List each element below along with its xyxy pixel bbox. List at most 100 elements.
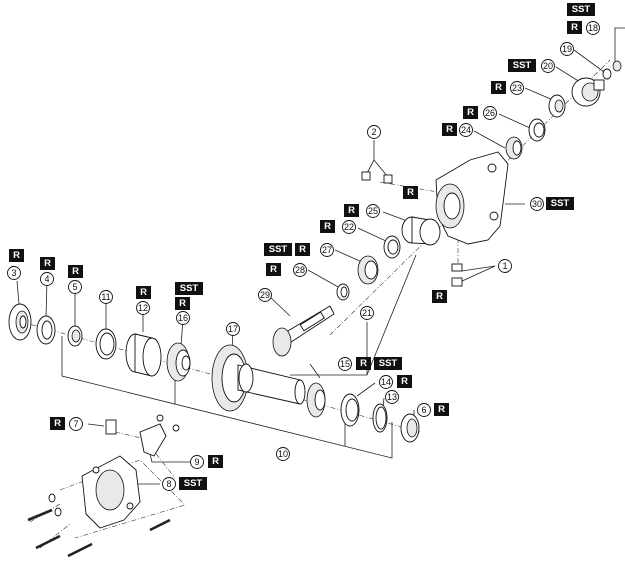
tag-r: R xyxy=(9,249,24,262)
tag-sst: SST xyxy=(179,477,207,490)
svg-text:9: 9 xyxy=(194,457,199,467)
tag-r: R xyxy=(463,106,478,119)
breather-7-icon xyxy=(105,419,117,435)
svg-text:R: R xyxy=(495,82,502,93)
tag-sst: SST xyxy=(374,357,402,370)
tag-sst: SST xyxy=(175,282,203,295)
callout-3: 3 xyxy=(7,266,21,280)
race-22-icon xyxy=(383,235,401,259)
tag-r: R xyxy=(320,220,335,233)
svg-text:SST: SST xyxy=(269,244,288,255)
svg-text:27: 27 xyxy=(322,245,332,255)
svg-text:18: 18 xyxy=(588,23,598,33)
tag-r: R xyxy=(68,265,83,278)
svg-text:R: R xyxy=(44,258,51,269)
part-drawings xyxy=(8,60,622,558)
callout-26: 26 xyxy=(483,106,497,120)
tag-r: R xyxy=(356,357,371,370)
callout-7: 7 xyxy=(69,417,83,431)
tag-r: R xyxy=(567,21,582,34)
callout-9: 9 xyxy=(190,455,204,469)
tag-sst: SST xyxy=(508,59,536,72)
bolts-icon xyxy=(27,493,171,558)
breather-2-icon xyxy=(361,171,393,184)
svg-text:28: 28 xyxy=(295,265,305,275)
tag-sst: SST xyxy=(264,243,292,256)
callout-5: 5 xyxy=(68,280,82,294)
svg-text:R: R xyxy=(436,291,443,302)
svg-text:R: R xyxy=(13,250,20,261)
svg-text:7: 7 xyxy=(73,419,78,429)
callout-28: 28 xyxy=(293,263,307,277)
tags: SST R SST R R R R SST R R SST R R R R R … xyxy=(9,3,595,490)
svg-text:14: 14 xyxy=(381,377,391,387)
oil-seal-3-icon xyxy=(8,303,32,341)
callout-2: 2 xyxy=(367,125,381,139)
svg-text:R: R xyxy=(401,376,408,387)
svg-text:SST: SST xyxy=(572,4,591,15)
callout-22: 22 xyxy=(342,220,356,234)
svg-text:R: R xyxy=(140,287,147,298)
svg-text:22: 22 xyxy=(344,222,354,232)
svg-text:26: 26 xyxy=(485,108,495,118)
svg-text:19: 19 xyxy=(562,44,572,54)
svg-text:5: 5 xyxy=(72,282,77,292)
callout-24: 24 xyxy=(459,123,473,137)
svg-text:R: R xyxy=(72,266,79,277)
svg-text:R: R xyxy=(212,456,219,467)
callout-13: 13 xyxy=(385,390,399,404)
callout-19: 19 xyxy=(560,42,574,56)
callout-16: 16 xyxy=(176,311,190,325)
shim-13-icon xyxy=(372,403,388,433)
svg-text:SST: SST xyxy=(379,358,398,369)
callout-30: 30 xyxy=(530,197,544,211)
bearing-27-icon xyxy=(357,255,379,285)
svg-text:SST: SST xyxy=(513,60,532,71)
svg-text:R: R xyxy=(324,221,331,232)
tag-r: R xyxy=(40,257,55,270)
tag-sst: SST xyxy=(546,197,574,210)
svg-text:R: R xyxy=(299,244,306,255)
svg-text:20: 20 xyxy=(543,61,553,71)
plug-1-icon xyxy=(451,263,463,287)
callout-8: 8 xyxy=(162,477,176,491)
svg-text:12: 12 xyxy=(138,303,148,313)
svg-text:1: 1 xyxy=(502,261,507,271)
nut-18-icon xyxy=(612,60,622,72)
svg-text:24: 24 xyxy=(461,125,471,135)
tag-r: R xyxy=(295,243,310,256)
callouts: 1 2 3 4 5 6 7 8 9 10 11 12 13 14 15 16 1… xyxy=(7,21,600,491)
callout-18: 18 xyxy=(586,21,600,35)
svg-text:4: 4 xyxy=(44,274,49,284)
callout-14: 14 xyxy=(379,375,393,389)
svg-text:R: R xyxy=(179,298,186,309)
svg-text:SST: SST xyxy=(184,478,203,489)
sleeve-25-icon xyxy=(401,216,441,246)
callout-15: 15 xyxy=(338,357,352,371)
svg-text:R: R xyxy=(360,358,367,369)
carrier-30-icon xyxy=(435,151,509,245)
washer-19-icon xyxy=(602,68,612,80)
tag-r: R xyxy=(442,123,457,136)
svg-text:13: 13 xyxy=(387,392,397,402)
svg-text:17: 17 xyxy=(228,324,238,334)
tag-r: R xyxy=(136,286,151,299)
tag-r: R xyxy=(434,403,449,416)
svg-text:8: 8 xyxy=(166,479,171,489)
svg-text:11: 11 xyxy=(101,292,110,302)
svg-text:21: 21 xyxy=(362,308,372,318)
ring-gear-17-icon xyxy=(211,344,306,412)
callout-17: 17 xyxy=(226,322,240,336)
seal-23-icon xyxy=(548,94,566,118)
bracket-9-icon xyxy=(139,414,180,457)
seal-6-icon xyxy=(400,413,420,443)
callout-6: 6 xyxy=(417,403,431,417)
svg-text:6: 6 xyxy=(421,405,426,415)
callout-10: 10 xyxy=(276,447,290,461)
svg-text:29: 29 xyxy=(260,290,270,300)
race-26-icon xyxy=(528,118,546,142)
tag-r: R xyxy=(175,297,190,310)
bearing-16-icon xyxy=(166,342,191,382)
svg-text:R: R xyxy=(438,404,445,415)
